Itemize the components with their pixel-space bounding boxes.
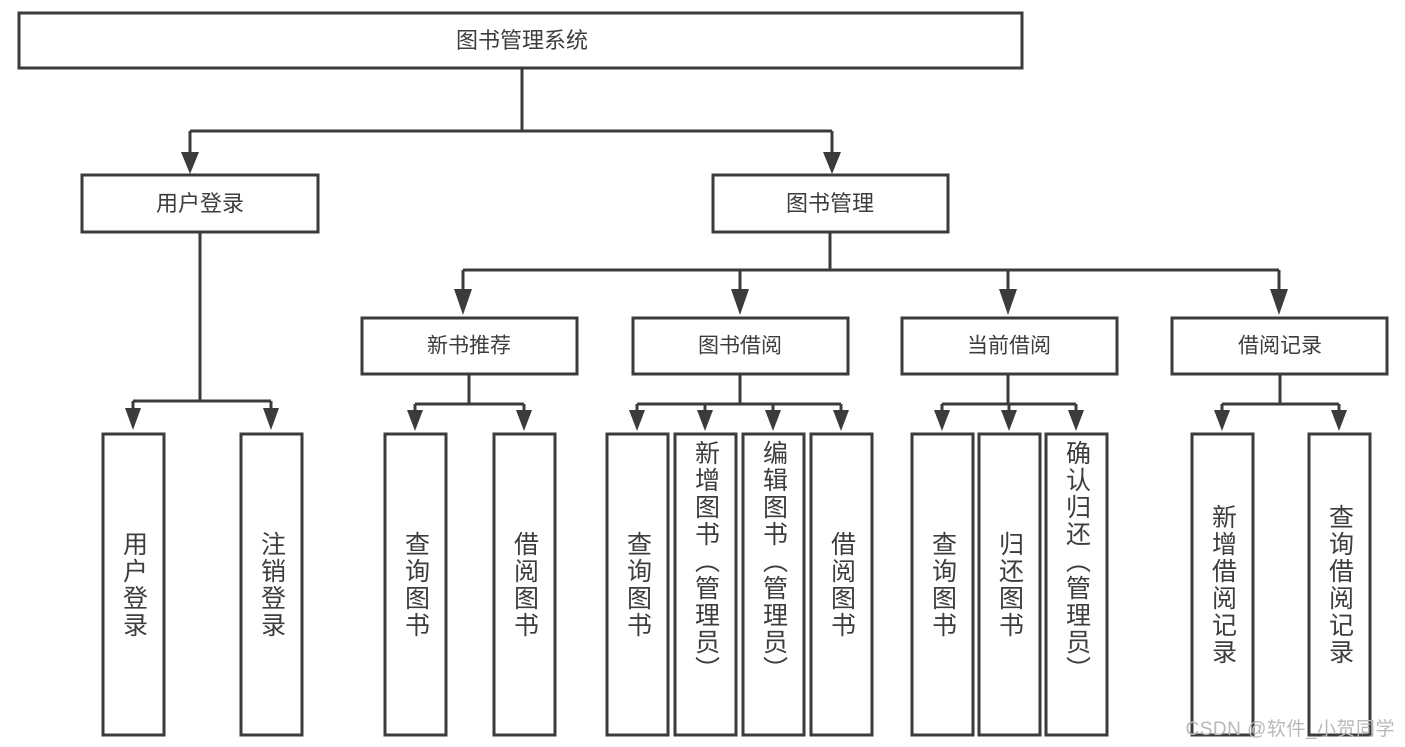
node-user-login[interactable]: 用户登录 <box>80 173 320 234</box>
node-book-manage-box[interactable] <box>711 173 950 234</box>
node-root-box[interactable] <box>17 11 1024 70</box>
arrow-head-confirm-return-admin <box>1068 410 1084 431</box>
arrow-head-edit-book-admin <box>765 410 781 431</box>
arrow-head-query-borrow-record <box>1331 410 1347 431</box>
node-user-login-box[interactable] <box>80 173 320 234</box>
node-query-book-2-box[interactable] <box>605 432 670 737</box>
arrow-head-add-borrow-record <box>1214 410 1230 431</box>
node-user-login-label: 用户登录 <box>156 191 244 216</box>
arrow-head-user-login-do <box>125 408 141 430</box>
node-borrow-record-label: 借阅记录 <box>1238 335 1322 358</box>
arrow-head-book-borrow <box>731 289 749 315</box>
node-root-label: 图书管理系统 <box>456 28 588 53</box>
arrow-head-user-logout <box>263 408 279 430</box>
arrow-head-query-book-2 <box>629 410 645 431</box>
node-add-borrow-record-box[interactable] <box>1190 432 1255 737</box>
node-new-book-recommend-label: 新书推荐 <box>427 335 511 358</box>
arrow-head-user-login <box>181 152 199 174</box>
arrow-head-add-book-admin <box>697 410 713 431</box>
leaf-box-layer <box>101 432 1372 737</box>
arrow-head-query-book-1 <box>407 410 423 431</box>
node-query-book-1-box[interactable] <box>383 432 448 737</box>
node-new-book-recommend[interactable]: 新书推荐 <box>360 316 579 376</box>
node-confirm-return-admin-box[interactable] <box>1044 432 1109 737</box>
arrow-head-book-manage <box>823 152 841 174</box>
node-borrow-book-1-box[interactable] <box>492 432 557 737</box>
node-book-borrow[interactable]: 图书借阅 <box>631 316 850 376</box>
node-return-book-box[interactable] <box>977 432 1042 737</box>
node-book-borrow-box[interactable] <box>631 316 850 376</box>
arrow-head-return-book <box>1001 410 1017 431</box>
arrow-head-borrow-book-1 <box>516 410 532 431</box>
node-user-login-do-box[interactable] <box>101 432 166 737</box>
node-borrow-book-2-box[interactable] <box>809 432 874 737</box>
node-add-book-admin-box[interactable] <box>673 432 738 737</box>
arrow-head-borrow-record <box>1270 289 1288 315</box>
arrow-head-borrow-book-2 <box>833 410 849 431</box>
node-current-borrow-box[interactable] <box>900 316 1119 376</box>
node-edit-book-admin-box[interactable] <box>741 432 806 737</box>
node-current-borrow[interactable]: 当前借阅 <box>900 316 1119 376</box>
arrow-head-new-book-recommend <box>454 289 472 315</box>
node-query-book-3-box[interactable] <box>910 432 975 737</box>
node-book-manage-label: 图书管理 <box>786 191 874 216</box>
node-query-borrow-record-box[interactable] <box>1307 432 1372 737</box>
csdn-watermark: CSDN @软件_小贺同学 <box>1185 719 1395 740</box>
node-book-borrow-label: 图书借阅 <box>698 335 782 358</box>
node-borrow-record[interactable]: 借阅记录 <box>1170 316 1389 376</box>
node-user-logout-box[interactable] <box>239 432 304 737</box>
node-root[interactable]: 图书管理系统 <box>17 11 1024 70</box>
arrow-head-query-book-3 <box>934 410 950 431</box>
node-book-manage[interactable]: 图书管理 <box>711 173 950 234</box>
connector-layer <box>125 69 1347 431</box>
node-new-book-recommend-box[interactable] <box>360 316 579 376</box>
node-borrow-record-box[interactable] <box>1170 316 1389 376</box>
arrow-head-current-borrow <box>999 289 1017 315</box>
node-current-borrow-label: 当前借阅 <box>967 335 1051 358</box>
